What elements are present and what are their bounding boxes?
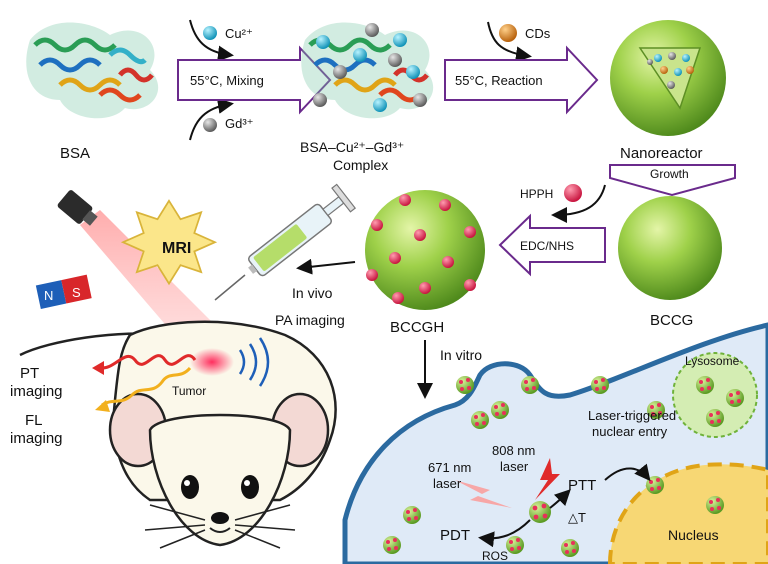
pt-label-line2: imaging	[10, 383, 63, 400]
dt-label: △T	[568, 510, 586, 525]
laser-671-line2: laser	[433, 476, 462, 491]
complex-label-line2: Complex	[333, 157, 388, 173]
ptt-label: PTT	[568, 477, 596, 494]
pt-label-line1: PT	[20, 365, 39, 382]
tumor-glow	[190, 348, 234, 376]
nanoparticles	[383, 376, 744, 557]
reaction-arrow	[444, 45, 599, 115]
pdt-arrow	[478, 519, 531, 548]
nuclear-entry-arrow	[604, 463, 651, 482]
pa-imaging-label: PA imaging	[275, 312, 345, 328]
lysosome	[672, 352, 758, 438]
pdt-label: PDT	[440, 527, 470, 544]
mouse-illustration	[19, 320, 337, 549]
reaction-label: 55°C, Reaction	[455, 73, 543, 88]
edc-nhs-arrow	[498, 213, 606, 277]
magnet-icon	[35, 274, 92, 309]
ptt-arrow	[549, 489, 571, 509]
in-vivo-label: In vivo	[292, 285, 333, 301]
fl-wave-arrow	[101, 366, 192, 407]
laser-device-icon	[57, 190, 98, 226]
magnet-s-label: S	[72, 285, 81, 300]
bsa-protein-illustration	[26, 22, 159, 119]
nanoreactor-label: Nanoreactor	[620, 145, 703, 162]
cds-arrow	[487, 21, 532, 63]
laser-triggered-line1: Laser-triggered	[588, 408, 676, 423]
complex-label-line1: BSA–Cu²⁺–Gd³⁺	[300, 139, 404, 155]
cu-label: Cu²⁺	[225, 26, 253, 41]
in-vivo-arrow	[296, 258, 356, 275]
cds-icon	[499, 24, 517, 42]
bccg-sphere	[618, 196, 722, 300]
tumor-label: Tumor	[172, 384, 206, 398]
laser-808-bolt-icon	[535, 458, 560, 500]
magnet-n-label: N	[44, 288, 53, 303]
gd-arrow	[189, 98, 234, 141]
laser-808-line1: 808 nm	[492, 443, 535, 458]
bsa-label: BSA	[60, 145, 90, 162]
pt-arrow-head	[92, 361, 104, 375]
hpph-arrow	[551, 184, 606, 223]
cu-ion-icon	[203, 26, 217, 40]
bccgh-label: BCCGH	[390, 319, 444, 336]
laser-671-bolt-icon	[455, 480, 512, 508]
pa-waves-icon	[238, 337, 270, 387]
gd-label: Gd³⁺	[225, 116, 254, 131]
ros-label: ROS	[482, 549, 508, 563]
cds-label: CDs	[525, 26, 551, 41]
fl-arrow-head	[95, 400, 110, 412]
growth-arrow	[609, 164, 736, 197]
fl-label-line1: FL	[25, 412, 43, 429]
laser-808-line2: laser	[500, 459, 529, 474]
edc-label: EDC/NHS	[520, 239, 574, 253]
pt-wave-arrow	[99, 354, 197, 370]
bccgh-sphere	[365, 190, 485, 310]
fl-label-line2: imaging	[10, 430, 63, 447]
laser-triggered-line2: nuclear entry	[592, 424, 668, 439]
lysosome-label: Lysosome	[685, 354, 740, 368]
complex-illustration	[301, 22, 434, 119]
hpph-label: HPPH	[520, 187, 553, 201]
nanoreactor-sphere	[610, 20, 726, 136]
mixing-label: 55°C, Mixing	[190, 73, 264, 88]
in-vitro-label: In vitro	[440, 347, 482, 363]
mri-burst-icon	[120, 199, 218, 286]
nucleus-label: Nucleus	[668, 527, 719, 543]
growth-label: Growth	[650, 167, 689, 181]
mri-label: MRI	[162, 240, 191, 257]
cu-arrow	[189, 19, 234, 62]
syringe-icon	[214, 183, 357, 301]
bccg-label: BCCG	[650, 312, 693, 329]
laser-671-line1: 671 nm	[428, 460, 471, 475]
gd-ion-icon	[203, 118, 217, 132]
hpph-icon	[564, 184, 582, 202]
